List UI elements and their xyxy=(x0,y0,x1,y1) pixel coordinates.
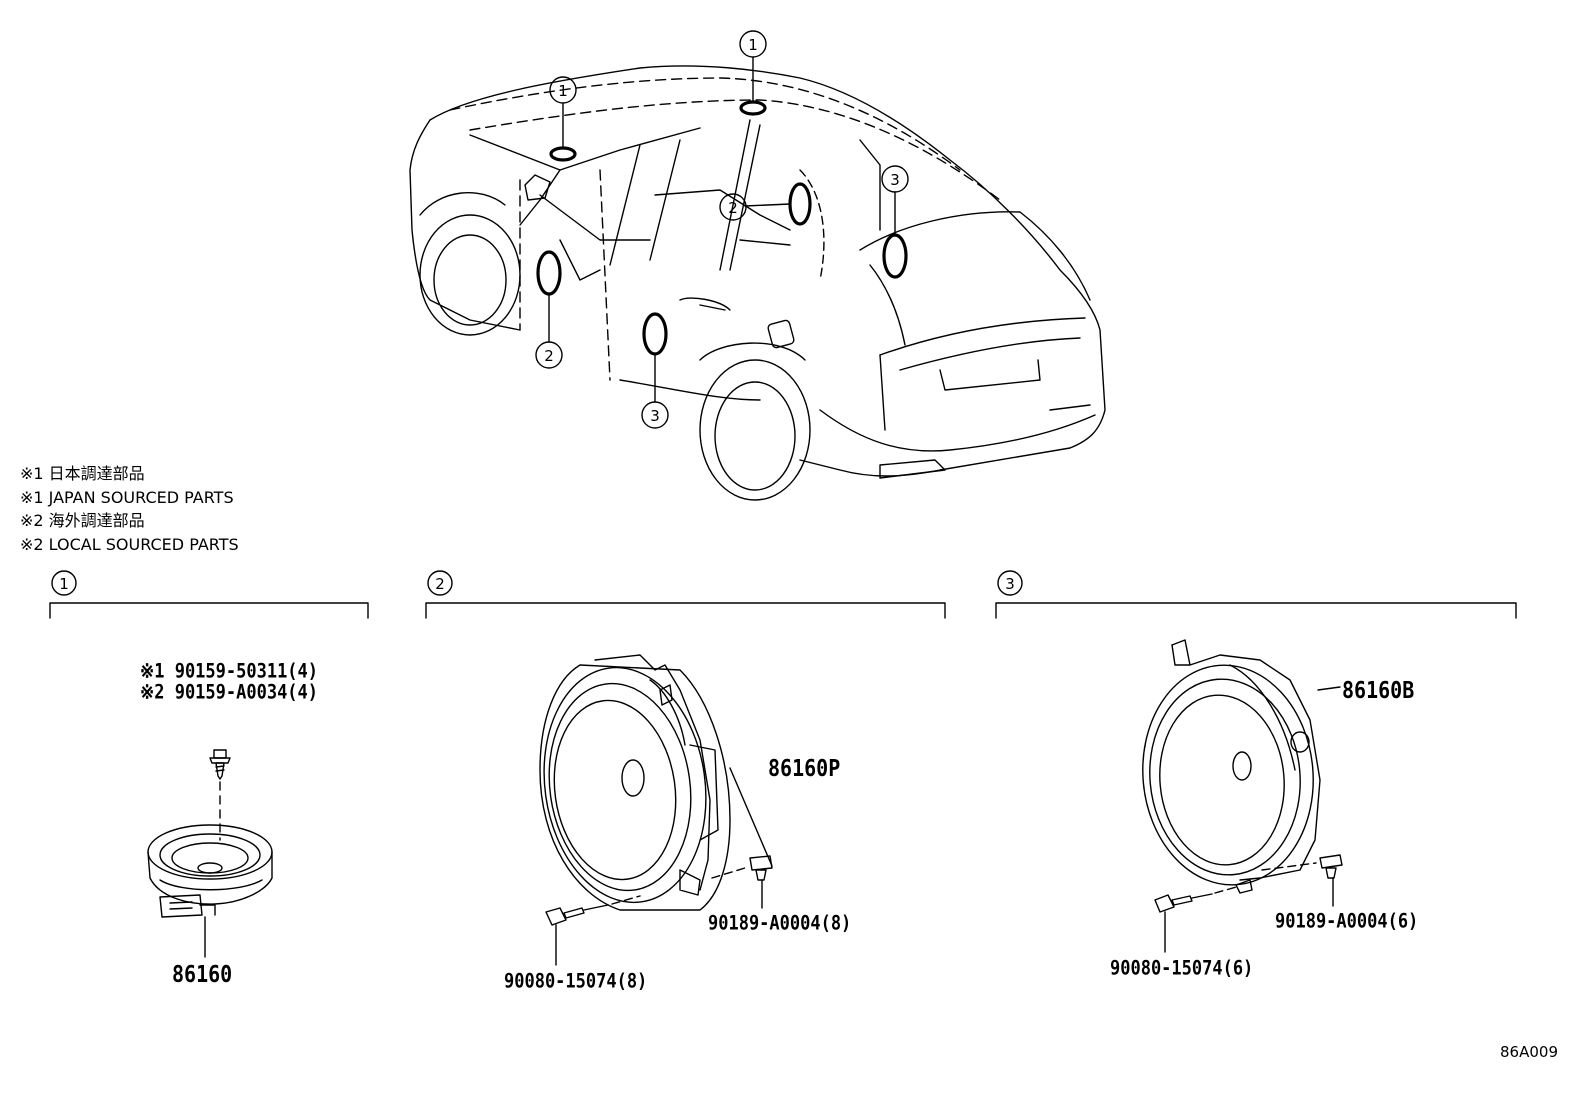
speaker-86160-illustration xyxy=(147,749,273,958)
callout-1-front: 1 xyxy=(558,82,568,100)
callout-1-rear: 1 xyxy=(748,36,758,54)
diagram-reference-code: 86A009 xyxy=(1500,1043,1558,1061)
speaker-part-86160P: 86160P xyxy=(768,754,841,782)
bolt-part-group-3: 90080-15074(6) xyxy=(1110,957,1254,980)
callout-3-rear: 3 xyxy=(890,171,900,189)
screw-part-note-2: ※2 90159-A0034(4) xyxy=(140,681,319,704)
group-2-header: 2 xyxy=(435,575,445,593)
vehicle-illustration xyxy=(409,65,1106,501)
speaker-part-86160B: 86160B xyxy=(1342,676,1415,704)
group-3-header: 3 xyxy=(1005,575,1015,593)
note-japan-en: ※1 JAPAN SOURCED PARTS xyxy=(20,487,234,507)
callout-3-front: 3 xyxy=(650,407,660,425)
clip-part-group-3: 90189-A0004(6) xyxy=(1275,910,1419,933)
speaker-86160B-illustration xyxy=(1142,639,1343,953)
group-1-header: 1 xyxy=(59,575,69,593)
bolt-part-group-2: 90080-15074(8) xyxy=(504,970,648,993)
note-japan-jp: ※1 日本調達部品 xyxy=(20,464,145,483)
screw-part-note-1: ※1 90159-50311(4) xyxy=(140,660,319,683)
speaker-86160P-illustration xyxy=(539,654,773,966)
callout-2-rear: 2 xyxy=(728,199,738,217)
note-local-en: ※2 LOCAL SOURCED PARTS xyxy=(20,534,239,554)
speaker-part-86160: 86160 xyxy=(172,960,233,988)
clip-part-group-2: 90189-A0004(8) xyxy=(708,912,852,935)
sourcing-notes: ※1 日本調達部品 ※1 JAPAN SOURCED PARTS ※2 海外調達… xyxy=(20,462,239,556)
callout-2-front: 2 xyxy=(544,347,554,365)
note-local-jp: ※2 海外調達部品 xyxy=(20,511,145,530)
